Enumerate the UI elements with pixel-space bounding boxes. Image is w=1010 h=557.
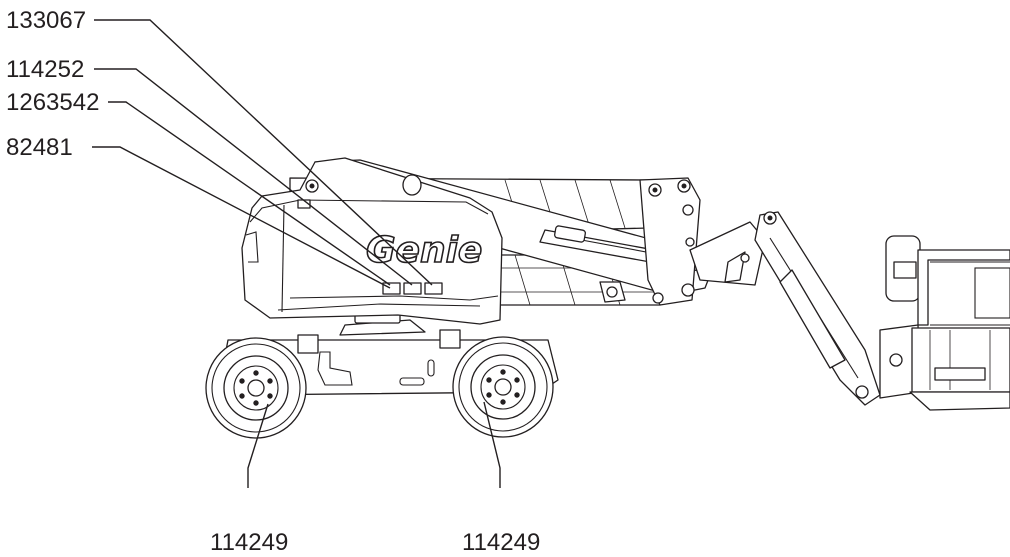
decal-82481 xyxy=(382,282,401,295)
label-114252: 114252 xyxy=(6,56,84,83)
decal-114252 xyxy=(424,282,443,295)
label-1263542: 1263542 xyxy=(6,89,99,116)
label-114249-right: 114249 xyxy=(462,529,540,556)
right-wheel xyxy=(452,336,554,438)
label-133067: 133067 xyxy=(6,7,86,34)
label-114249-left: 114249 xyxy=(210,529,288,556)
platform xyxy=(879,235,1010,411)
left-wheel xyxy=(205,337,307,439)
genie-logo: Genie xyxy=(366,230,482,271)
leader-lines xyxy=(92,19,501,488)
jib-boom xyxy=(689,211,881,406)
label-82481: 82481 xyxy=(6,134,73,161)
decal-1263542 xyxy=(403,282,422,295)
